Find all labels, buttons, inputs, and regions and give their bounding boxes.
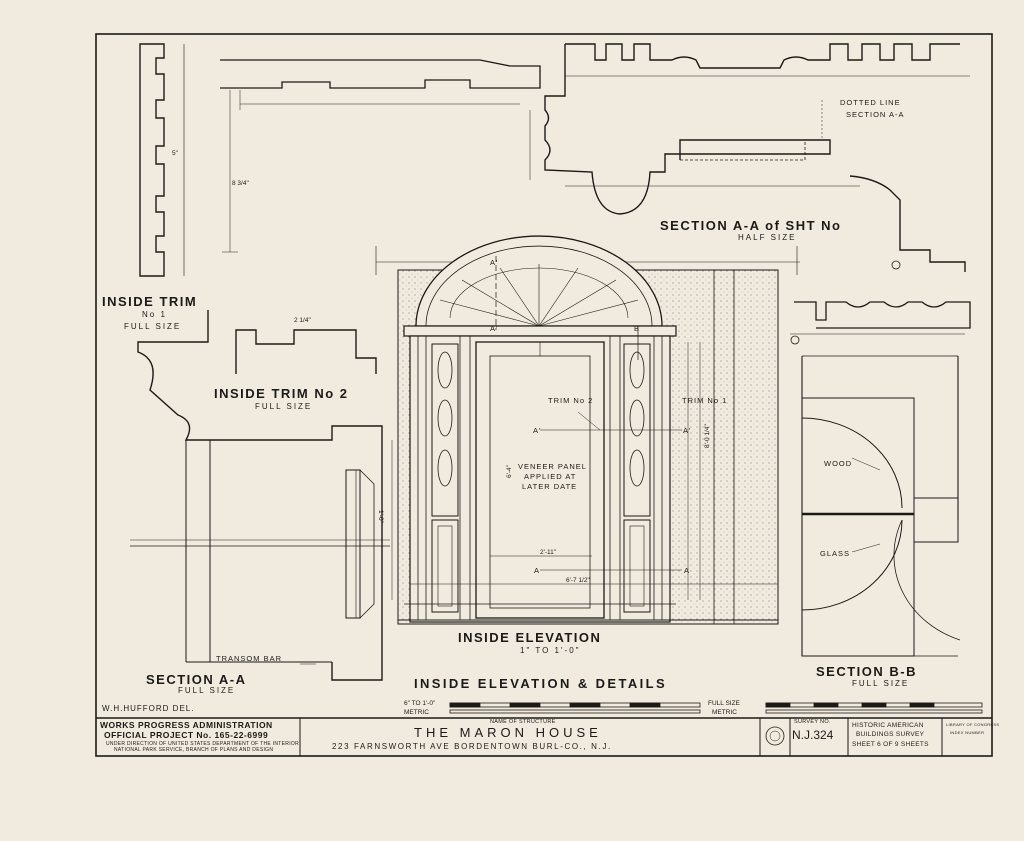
inside-trim-2-profile — [235, 329, 377, 374]
top-trim-profile — [220, 59, 541, 253]
section-aa-height-dim: 1'-0" — [377, 510, 384, 523]
section-mark-b: B — [634, 324, 641, 333]
trim-no2-label: TRIM No 2 — [548, 396, 594, 405]
total-width-dim: 6'-7 1/2" — [566, 577, 590, 584]
inside-trim-1-title: INSIDE TRIM — [102, 294, 198, 309]
habs-seal-icon — [765, 726, 785, 746]
scale-right-label: FULL SIZE — [708, 700, 740, 707]
delineator: W.H.HUFFORD DEL. — [102, 704, 195, 713]
inside-trim-2-title: INSIDE TRIM No 2 — [214, 386, 349, 401]
section-aa-bottom-title: SECTION A-A — [146, 672, 247, 687]
section-mark-a-prime-left: A' — [533, 426, 542, 435]
library-line-1: LIBRARY OF CONGRESS — [946, 722, 1000, 727]
trim-no1-label: TRIM No 1 — [682, 396, 728, 405]
inside-trim-1-number: No 1 — [142, 310, 167, 319]
section-aa-bottom-scale: FULL SIZE — [178, 686, 236, 695]
sheet-number: SHEET 6 OF 9 SHEETS — [852, 741, 929, 748]
section-bb-title: SECTION B-B — [816, 664, 917, 679]
structure-label: NAME OF STRUCTURE — [490, 719, 556, 725]
section-bb-drawing — [801, 355, 961, 657]
inside-trim-1-dim-width: 5" — [172, 150, 178, 157]
sheet-title: INSIDE ELEVATION & DETAILS — [414, 676, 668, 691]
scale-left-metric: METRIC — [404, 709, 429, 716]
veneer-note-line3: LATER DATE — [522, 482, 578, 491]
scale-bar-right — [765, 702, 983, 714]
agency-line-4: NATIONAL PARK SERVICE, BRANCH OF PLANS A… — [114, 747, 274, 753]
door-width-dim: 2'-11" — [540, 549, 557, 556]
scale-left-label: 6" TO 1'-0" — [404, 700, 436, 707]
inside-elevation-title: INSIDE ELEVATION — [458, 630, 602, 645]
door-height-dim: 6'-4" — [506, 465, 513, 478]
inside-trim-1-profile — [139, 43, 185, 277]
habs-line-2: BUILDINGS SURVEY — [856, 731, 925, 738]
section-aa-top-title: SECTION A-A of SHT No — [660, 218, 842, 233]
section-mark-a-right: A — [684, 566, 691, 575]
inside-elevation-scale: 1" TO 1'-0" — [520, 646, 581, 655]
library-line-2: INDEX NUMBER — [950, 730, 985, 735]
veneer-note-line2: APPLIED AT — [524, 472, 577, 481]
section-aa-full-profile — [130, 310, 393, 681]
total-height-dim: 8'-0 1/4" — [704, 424, 711, 448]
inside-trim-2-dim-width: 2 1/4" — [294, 317, 311, 324]
section-aa-top-scale: HALF SIZE — [738, 233, 797, 242]
transom-bar-label: TRANSOM BAR — [216, 654, 283, 663]
section-bb-scale: FULL SIZE — [852, 679, 910, 688]
fanlight-tracery — [439, 264, 639, 327]
section-aa-half-profile — [529, 43, 970, 272]
section-mark-a-left: A — [534, 566, 541, 575]
inside-trim-1-dim-height: 8 3/4" — [232, 180, 249, 187]
survey-number: N.J.324 — [792, 728, 834, 742]
sheet-border — [95, 33, 993, 757]
veneer-note-line1: VENEER PANEL — [518, 462, 587, 471]
dotted-line-note: DOTTED LINE — [840, 98, 901, 107]
agency-line-3: UNDER DIRECTION OF UNITED STATES DEPARTM… — [106, 741, 299, 747]
structure-name: THE MARON HOUSE — [414, 725, 602, 740]
inside-elevation-drawing — [397, 235, 779, 625]
inside-trim-1-scale: FULL SIZE — [124, 322, 182, 331]
scale-right-metric: METRIC — [712, 709, 737, 716]
inside-trim-2-scale: FULL SIZE — [255, 402, 313, 411]
scale-bar-left — [449, 702, 701, 714]
habs-line-1: HISTORIC AMERICAN — [852, 722, 924, 729]
section-bb-profile — [790, 260, 971, 345]
agency-line-2: OFFICIAL PROJECT No. 165-22-6999 — [104, 730, 269, 740]
agency-line-1: WORKS PROGRESS ADMINISTRATION — [100, 720, 273, 730]
survey-label: SURVEY NO. — [794, 719, 831, 725]
section-mark-a-prime-top: A' — [490, 258, 499, 267]
section-mark-a-prime-right: A' — [683, 426, 692, 435]
section-mark-a-prime-mid: A' — [490, 324, 499, 333]
structure-address: 223 FARNSWORTH AVE BORDENTOWN BURL-CO., … — [332, 742, 612, 751]
section-aa-note: SECTION A-A — [846, 110, 905, 119]
wood-label: WOOD — [824, 459, 853, 468]
glass-label: GLASS — [820, 549, 851, 558]
